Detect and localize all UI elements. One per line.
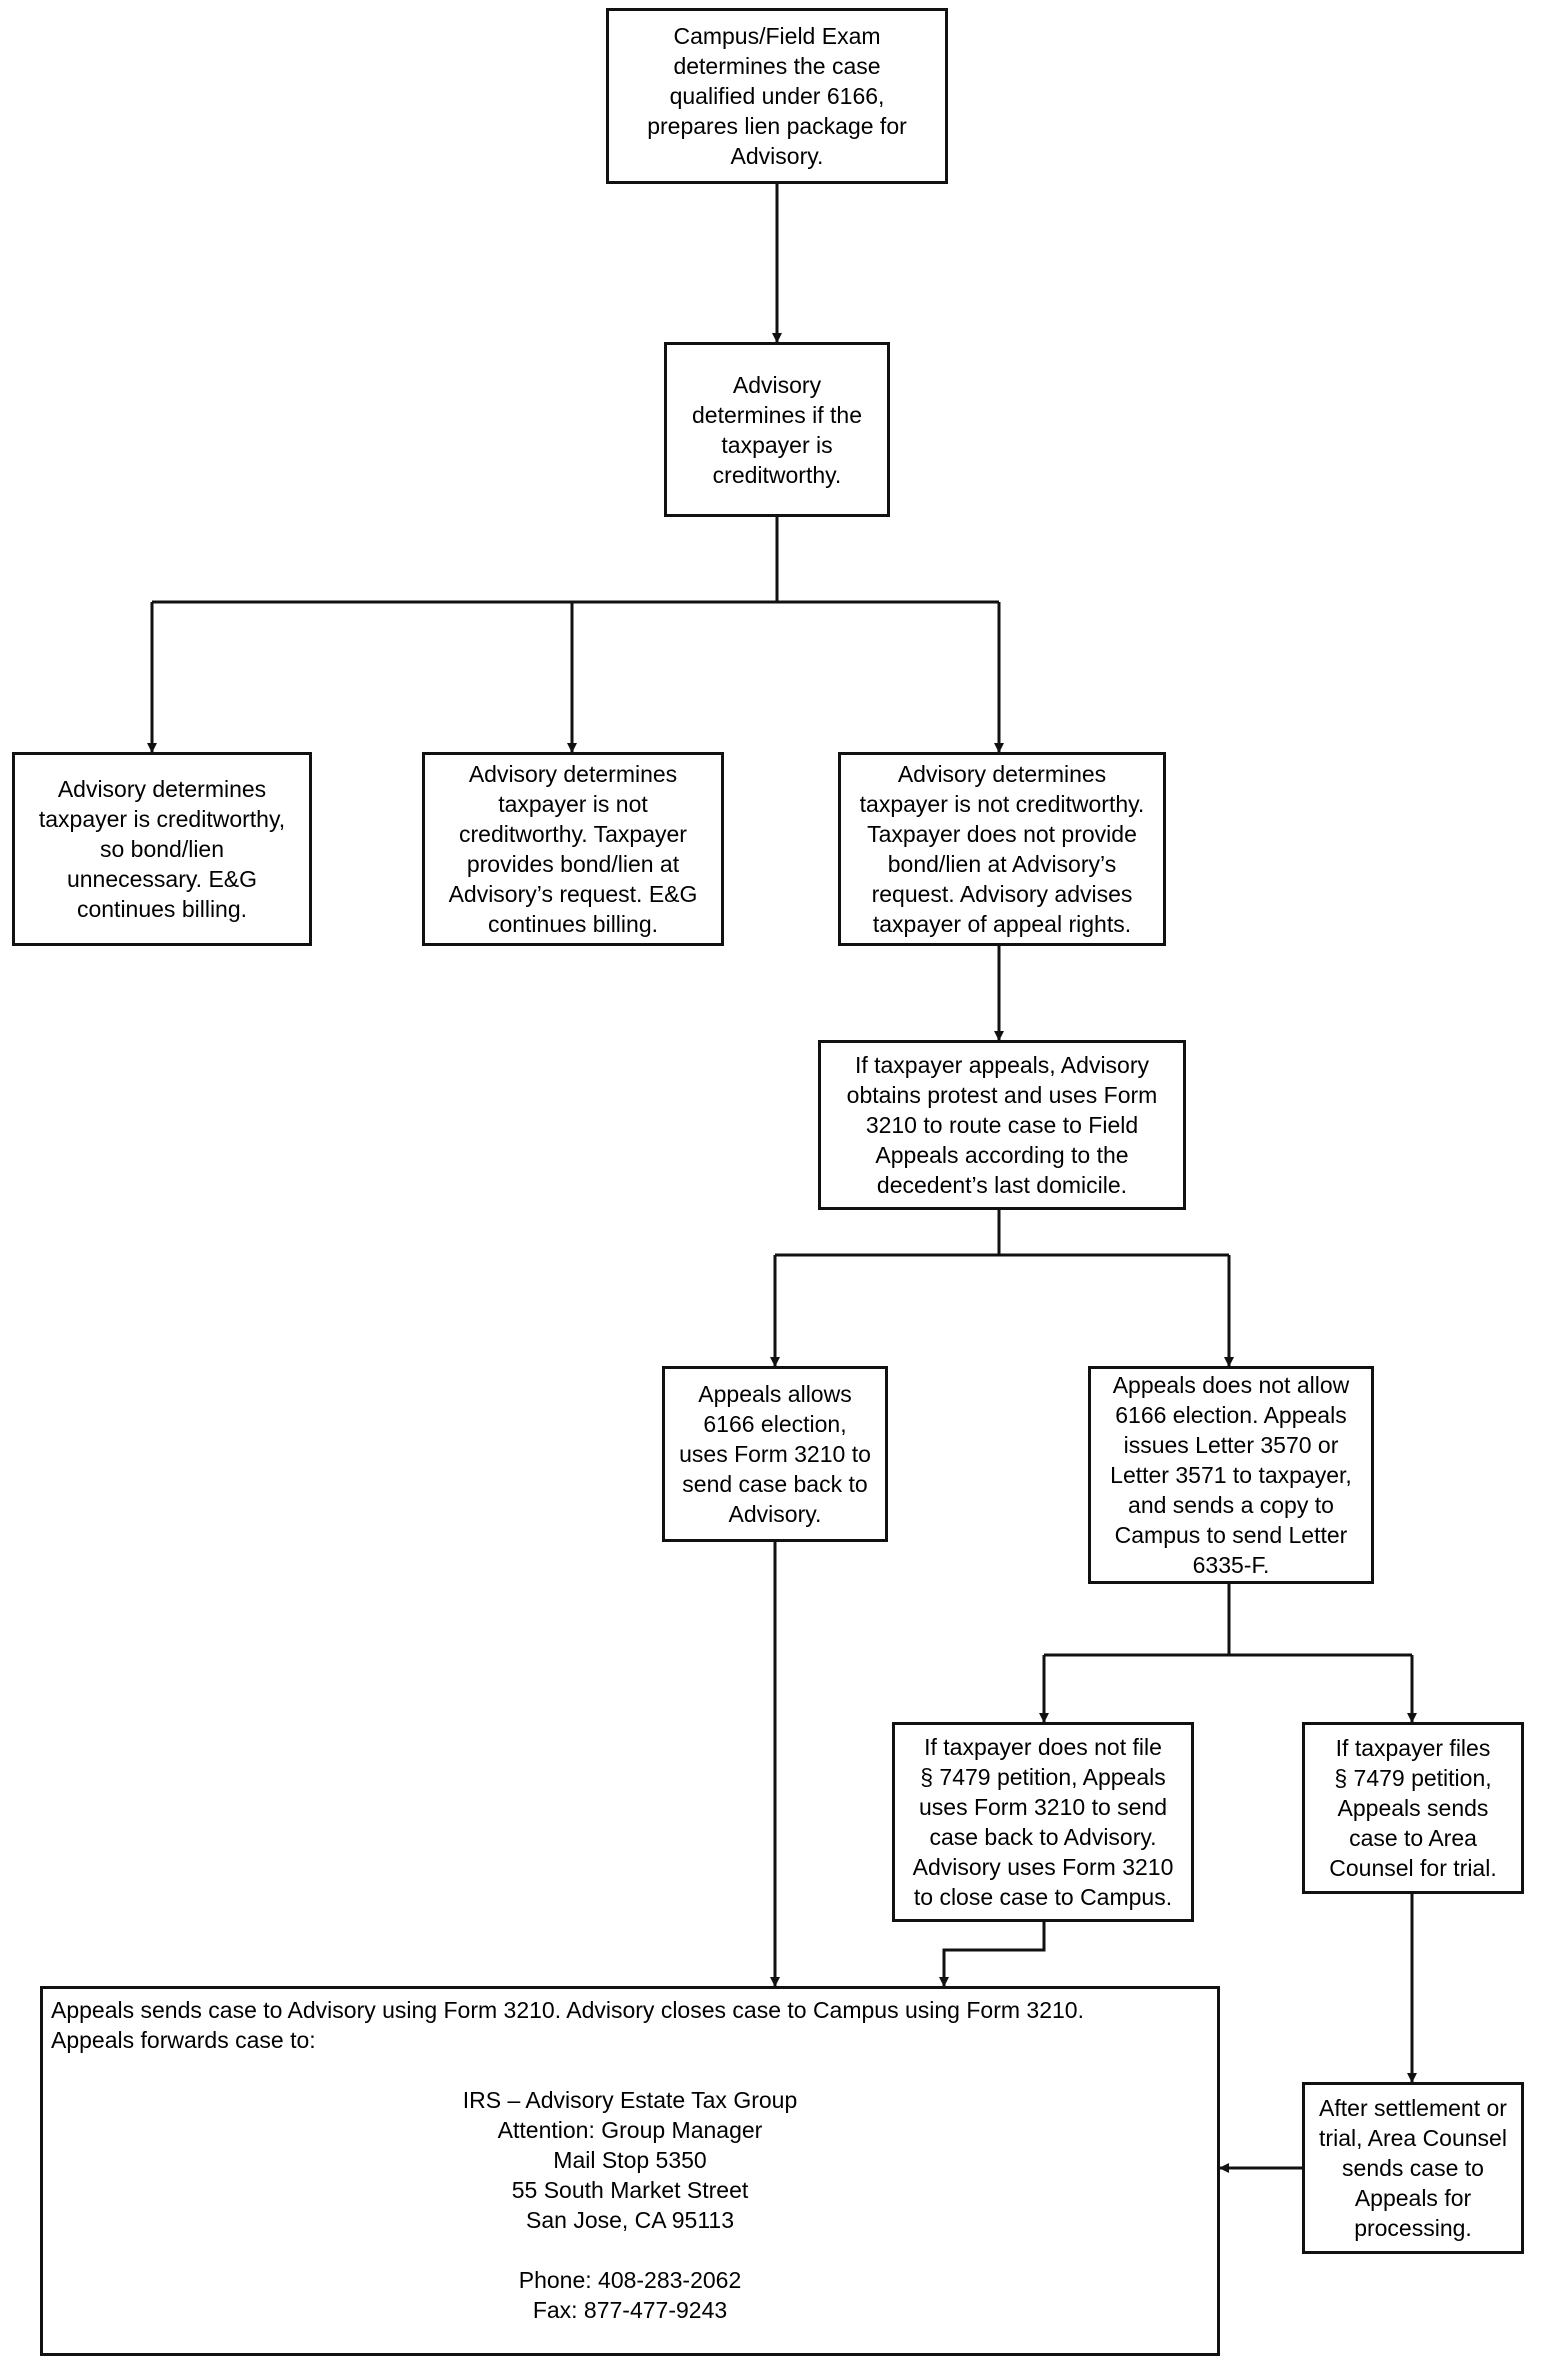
node-after-settlement: After settlement or trial, Area Counsel … <box>1302 2082 1524 2254</box>
node-appeals-disallows: Appeals does not allow 6166 election. Ap… <box>1088 1366 1374 1584</box>
node-advisory-check: Advisory determines if the taxpayer is c… <box>664 342 890 517</box>
node-no-petition: If taxpayer does not file § 7479 petitio… <box>892 1722 1194 1922</box>
node-taxpayer-appeals: If taxpayer appeals, Advisory obtains pr… <box>818 1040 1186 1210</box>
node-after-settlement-text: After settlement or trial, Area Counsel … <box>1319 2095 1507 2241</box>
node-start: Campus/Field Exam determines the case qu… <box>606 8 948 184</box>
node-advisory-check-text: Advisory determines if the taxpayer is c… <box>691 371 863 488</box>
node-creditworthy: Advisory determines taxpayer is creditwo… <box>12 752 312 946</box>
node-start-text: Campus/Field Exam determines the case qu… <box>647 23 907 169</box>
connector-no-petition-to-final <box>939 1922 1046 1987</box>
node-taxpayer-appeals-text: If taxpayer appeals, Advisory obtains pr… <box>846 1052 1158 1198</box>
node-files-petition-text: If taxpayer files § 7479 petition, Appea… <box>1329 1735 1497 1881</box>
node-not-creditworthy-no-bond: Advisory determines taxpayer is not cred… <box>838 752 1166 946</box>
final-intro-text: Appeals sends case to Advisory using For… <box>51 1997 1084 2053</box>
node-appeals-allows-text: Appeals allows 6166 election, uses Form … <box>679 1381 871 1527</box>
node-files-petition: If taxpayer files § 7479 petition, Appea… <box>1302 1722 1524 1894</box>
node-not-creditworthy-bond: Advisory determines taxpayer is not cred… <box>422 752 724 946</box>
node-appeals-allows: Appeals allows 6166 election, uses Form … <box>662 1366 888 1542</box>
node-creditworthy-text: Advisory determines taxpayer is creditwo… <box>38 776 286 922</box>
final-contact-text: Phone: 408-283-2062 Fax: 877-477-9243 <box>518 2267 742 2323</box>
node-appeals-disallows-text: Appeals does not allow 6166 election. Ap… <box>1110 1372 1352 1578</box>
node-not-creditworthy-no-bond-text: Advisory determines taxpayer is not cred… <box>859 761 1145 937</box>
node-no-petition-text: If taxpayer does not file § 7479 petitio… <box>912 1734 1174 1910</box>
node-not-creditworthy-bond-text: Advisory determines taxpayer is not cred… <box>448 761 698 937</box>
node-final-address: Appeals sends case to Advisory using For… <box>40 1986 1220 2356</box>
final-address-text: IRS – Advisory Estate Tax Group Attentio… <box>462 2087 798 2233</box>
